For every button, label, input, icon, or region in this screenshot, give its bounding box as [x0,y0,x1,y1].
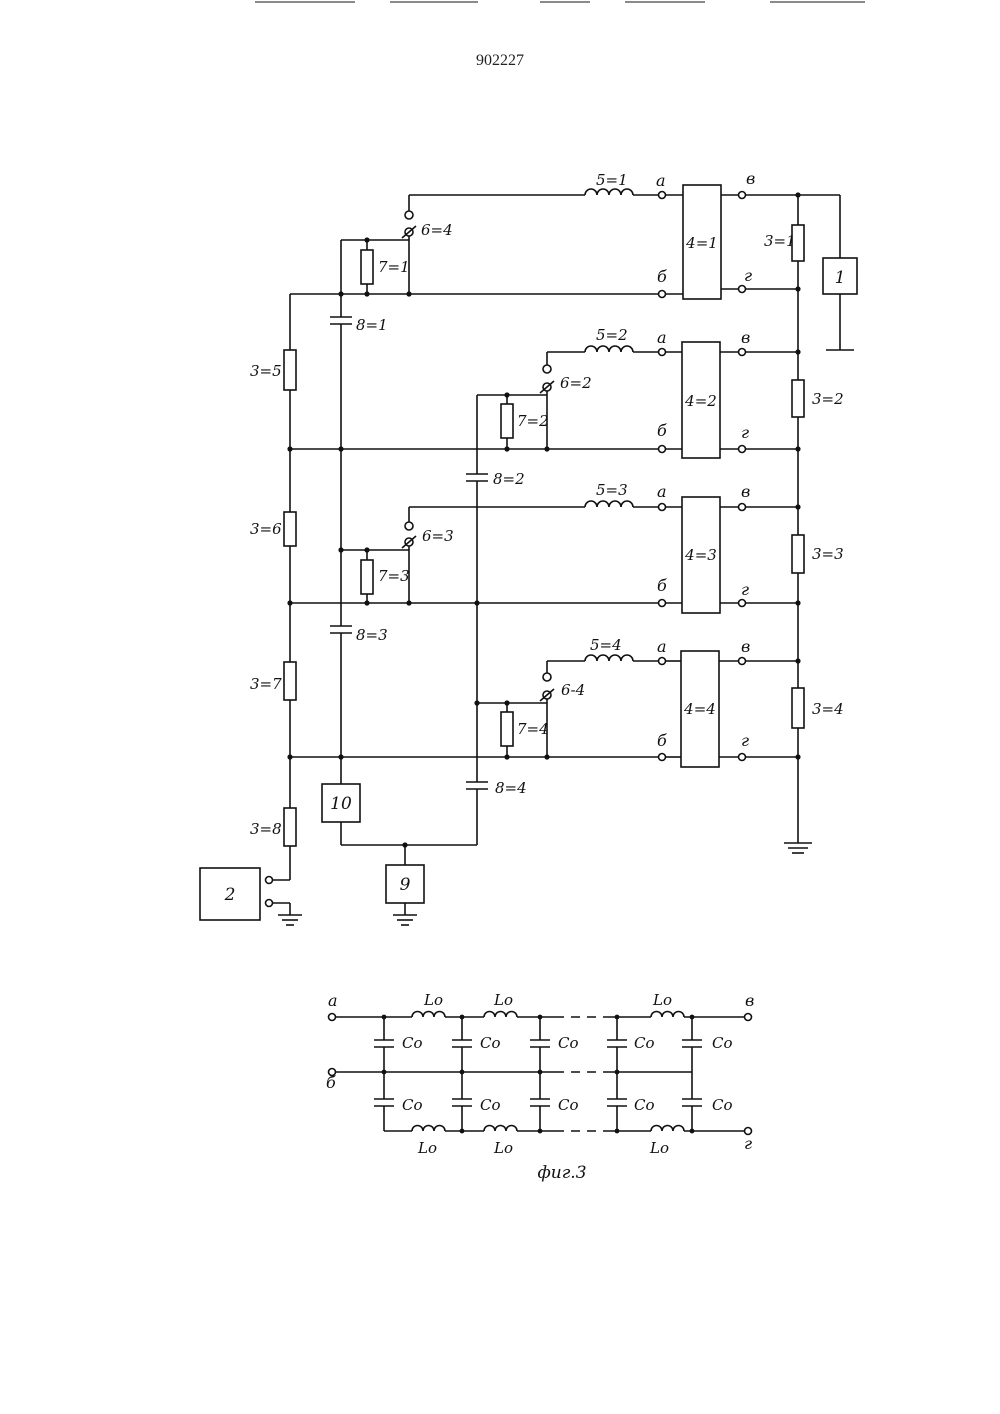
component-label: 8=3 [356,626,388,644]
component-label: Co [634,1096,655,1114]
component-label: a [657,482,667,501]
component-label: 7=4 [517,720,549,738]
component-label: 8=2 [493,470,525,488]
component-label: Lo [417,1139,437,1157]
component-label: 10 [330,794,352,814]
component-label: г [744,266,752,285]
component-label: a [656,171,666,190]
component-label: 7=3 [378,567,410,585]
component-label: 5=2 [596,326,628,344]
component-label: 3=5 [250,362,282,380]
component-label: 3=3 [812,545,844,563]
component-label: 6=2 [560,374,592,392]
component-label: б [657,576,667,595]
component-label: 8=4 [495,779,527,797]
component-label: в [741,637,750,656]
component-label: Co [558,1034,579,1052]
right-cap-column [466,395,488,845]
component-label: 3=4 [812,700,844,718]
component-label: Lo [493,1139,513,1157]
component-label: Lo [649,1139,669,1157]
component-label: 2 [224,885,236,905]
component-label: г [741,423,749,442]
component-label: 7=1 [378,258,410,276]
component-label: Co [634,1034,655,1052]
component-label: 3=2 [812,390,844,408]
fig3-ladder: Lo Lo Lo Lo Lo Lo Co Co Co Co Co Co Co C… [326,991,754,1183]
component-label: 7=2 [517,412,549,430]
block-1: 1 [798,195,857,350]
component-label: 3=7 [250,675,282,693]
component-label: Co [712,1034,733,1052]
component-label: в [741,328,750,347]
component-label: б [657,267,667,286]
component-label: 5=4 [590,636,622,654]
component-label: в [741,482,750,501]
component-label: 5=3 [596,481,628,499]
component-label: 3=6 [250,520,282,538]
component-label: 4=2 [684,392,717,410]
left-bus [266,294,297,884]
component-label: б [657,421,667,440]
component-label: Co [402,1096,423,1114]
figure-caption: фиг.3 [537,1163,586,1183]
component-label: в [745,991,754,1010]
component-label: г [744,1134,752,1153]
component-label: Lo [493,991,513,1009]
component-label: г [741,580,749,599]
component-label: г [741,731,749,750]
component-label: 6=4 [421,221,453,239]
component-label: Co [558,1096,579,1114]
component-label: 1 [835,268,846,288]
component-label: 5=1 [596,171,628,189]
component-label: 6-4 [561,681,585,699]
component-label: б [326,1073,336,1092]
component-label: a [657,328,667,347]
component-label: 6=3 [422,527,454,545]
component-label: 4=3 [684,546,717,564]
block-10: 10 [322,784,477,845]
component-label: a [657,637,667,656]
block-2: 2 [200,868,302,925]
block-9: 9 [386,842,424,925]
ground-icon [784,843,812,853]
component-label: 3=1 [764,232,796,250]
component-label: Co [712,1096,733,1114]
component-label: в [746,169,755,188]
component-label: 8=1 [356,316,388,334]
component-label: 4=4 [683,700,716,718]
component-label: Lo [652,991,672,1009]
component-label: 3=8 [250,820,282,838]
component-label: 4=1 [685,234,718,252]
component-label: 9 [400,875,411,895]
component-label: a [328,991,338,1010]
left-cap-column [330,240,352,784]
component-label: Co [480,1034,501,1052]
right-bus [784,195,812,853]
component-label: Co [480,1096,501,1114]
component-label: б [657,731,667,750]
component-label: Lo [423,991,443,1009]
component-label: Co [402,1034,423,1052]
